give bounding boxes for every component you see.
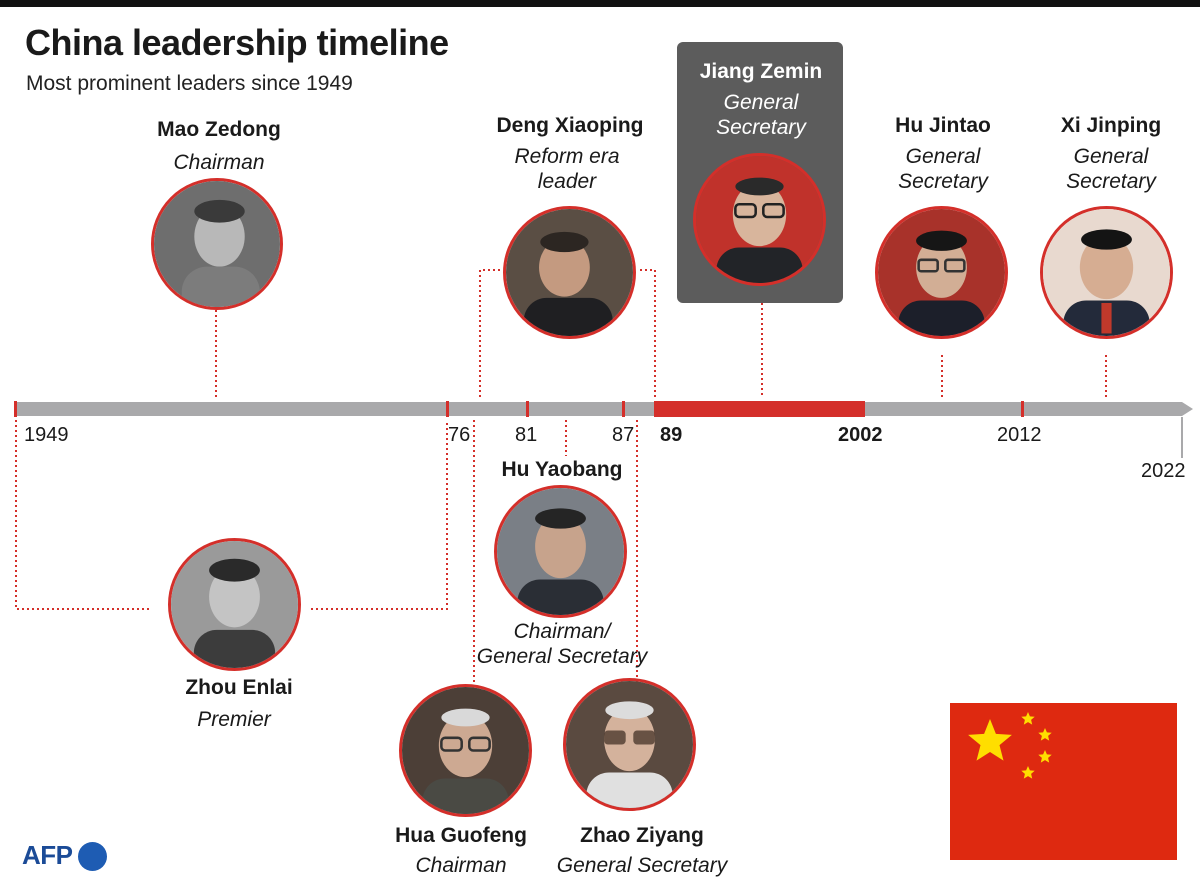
tick-label-81: 81: [515, 424, 538, 446]
tick-label-2012: 2012: [997, 424, 1042, 446]
leader-name-deng: Deng Xiaoping: [496, 114, 644, 137]
star-icon: [1021, 712, 1035, 725]
connector-zhou-end: [311, 420, 448, 610]
leader-name-mao: Mao Zedong: [157, 118, 281, 141]
portrait-hua: [399, 684, 532, 817]
leader-name-hu-jintao: Hu Jintao: [895, 114, 991, 137]
page-title: China leadership timeline: [25, 22, 449, 63]
tick-label-76: 76: [448, 424, 471, 446]
tick-mark: [526, 401, 529, 417]
tick-mark: [622, 401, 625, 417]
portrait-icon: [878, 209, 1005, 336]
tick-label-2022: 2022: [1141, 460, 1186, 482]
portrait-icon: [1043, 209, 1170, 336]
tick-mark: [446, 401, 449, 417]
connector-deng: [479, 269, 500, 398]
leader-role-hu-jintao-line1: General: [905, 145, 981, 168]
star-icon: [1038, 750, 1052, 763]
star-icon: [1021, 766, 1035, 779]
leader-name-hu-yaobang: Hu Yaobang: [501, 458, 623, 481]
star-icon: [1038, 728, 1052, 741]
tick-mark: [14, 401, 17, 417]
leader-role-hu-yaobang-line1: Chairman/: [513, 620, 611, 643]
leader-name-hua: Hua Guofeng: [395, 824, 527, 847]
portrait-jiang: [693, 153, 826, 286]
portrait-zhou: [168, 538, 301, 671]
leader-role-hu-yaobang-line2: General Secretary: [476, 645, 648, 668]
leader-role-hua: Chairman: [415, 854, 507, 877]
portrait-hu-jintao: [875, 206, 1008, 339]
leader-role-deng-line2: leader: [537, 170, 597, 193]
page-subtitle: Most prominent leaders since 1949: [26, 72, 353, 95]
tick-label-2002: 2002: [838, 424, 883, 446]
tick-mark: [1021, 401, 1024, 417]
tick-label-89: 89: [660, 424, 683, 446]
afp-logo-dot-icon: [78, 842, 107, 871]
leader-role-zhao: General Secretary: [556, 854, 728, 877]
tick-mark: [862, 401, 865, 417]
connector-zhou: [15, 420, 152, 610]
portrait-icon: [154, 181, 280, 307]
top-rule: [0, 0, 1200, 7]
leader-role-jiang-line1: General: [723, 91, 799, 114]
portrait-icon: [696, 156, 823, 283]
portrait-zhao: [563, 678, 696, 811]
leader-role-xi-line2: Secretary: [1066, 170, 1156, 193]
afp-logo: AFP: [22, 840, 73, 870]
portrait-icon: [506, 209, 633, 336]
connector-deng-end: [640, 269, 656, 398]
portrait-icon: [402, 687, 529, 814]
leader-role-deng-line1: Reform era: [514, 145, 620, 168]
timeline-highlight-period: [655, 401, 864, 417]
portrait-icon: [171, 541, 298, 668]
leader-name-jiang: Jiang Zemin: [699, 60, 823, 83]
leader-role-jiang-line2: Secretary: [716, 116, 806, 139]
tick-label-1949: 1949: [24, 424, 69, 446]
leader-name-xi: Xi Jinping: [1060, 114, 1162, 137]
tick-label-87: 87: [612, 424, 635, 446]
leader-role-xi-line1: General: [1073, 145, 1149, 168]
leader-name-zhao: Zhao Ziyang: [580, 824, 704, 847]
portrait-deng: [503, 206, 636, 339]
china-flag-icon: [950, 703, 1177, 860]
portrait-hu-yaobang: [494, 485, 627, 618]
leader-role-zhou: Premier: [197, 708, 271, 731]
portrait-xi: [1040, 206, 1173, 339]
tick-mark: [654, 401, 657, 417]
leader-role-mao: Chairman: [173, 151, 265, 174]
portrait-icon: [566, 681, 693, 808]
portrait-mao: [151, 178, 283, 310]
star-icon: [968, 719, 1012, 761]
leader-name-zhou: Zhou Enlai: [185, 676, 293, 699]
leader-role-hu-jintao-line2: Secretary: [898, 170, 988, 193]
timeline-bar: [14, 402, 1182, 416]
portrait-icon: [497, 488, 624, 615]
timeline-arrow-icon: [1182, 402, 1193, 416]
